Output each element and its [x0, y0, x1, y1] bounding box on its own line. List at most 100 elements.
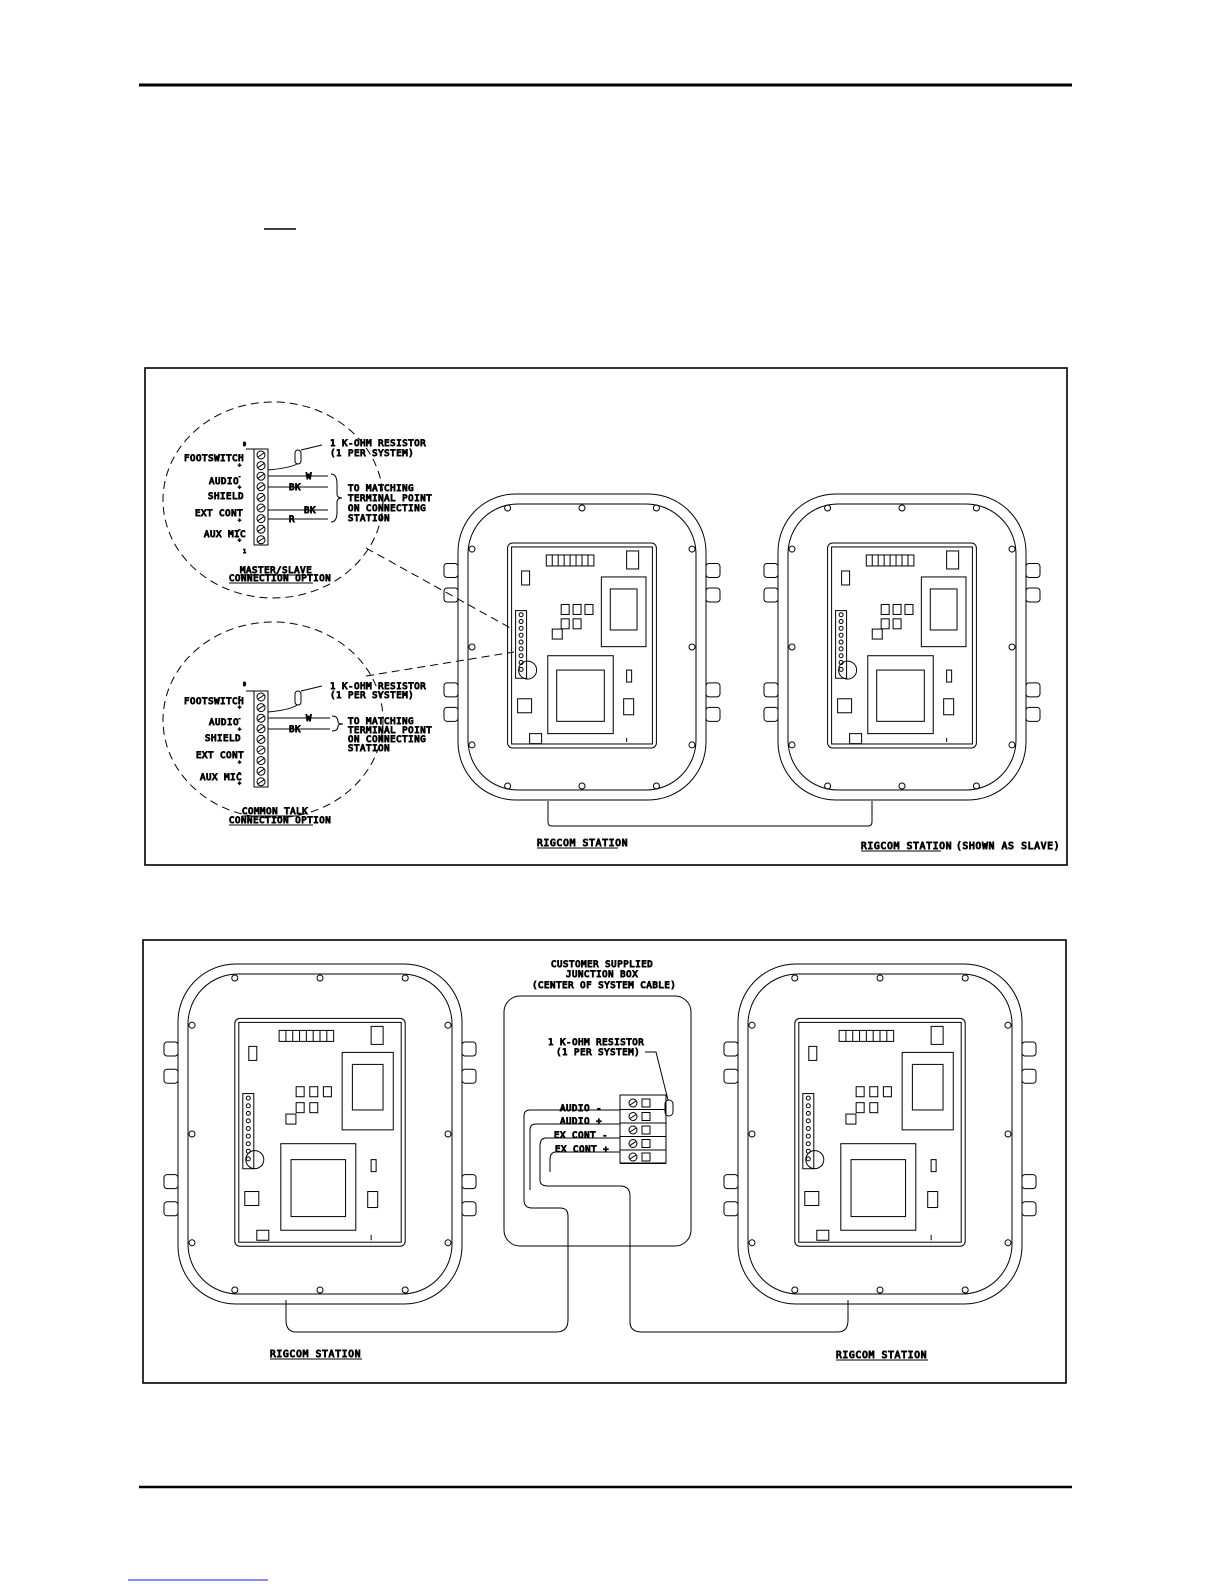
mounting-lug [461, 1041, 477, 1057]
circuit-board [238, 1021, 402, 1243]
mounting-lug [1021, 1174, 1037, 1190]
power-transformer-core [850, 1159, 907, 1218]
detail-caption: CONNECTION OPTION [229, 816, 331, 826]
terminal-screw [245, 1141, 251, 1147]
pin-label: 9 [243, 442, 246, 448]
station-label: RIGCOM STATION [537, 838, 628, 849]
master-slave-detail: 9 FOOTSWITCH AUDIO SHIELD EXT CONT AUX M… [184, 439, 433, 585]
terminal-screw [628, 1112, 638, 1121]
common-talk-detail: 9 FOOTSWITCH AUDIO SHIELD EXT CONT AUX M… [184, 682, 433, 827]
relay [855, 1086, 865, 1098]
enclosure-bolt [401, 974, 409, 982]
enclosure-bolt [961, 1286, 969, 1294]
enclosure-bolt [748, 1130, 756, 1138]
enclosure-bolt [188, 1021, 196, 1029]
mounting-lug [163, 1201, 179, 1217]
terminal-label-audio: AUDIO [209, 718, 239, 728]
junction-box [503, 995, 692, 1247]
terminal-clamp [641, 1112, 651, 1121]
resistor-symbol [294, 690, 302, 706]
relay [322, 1086, 332, 1098]
rigcom-station-enclosure [163, 963, 477, 1305]
terminal-screw [256, 450, 266, 460]
enclosure-bolt [578, 504, 586, 512]
mounting-lug [705, 706, 721, 722]
mounting-lug [723, 1174, 739, 1190]
mounting-lug [705, 682, 721, 698]
terminal-screw [245, 1095, 251, 1101]
enclosure-bolt [748, 1239, 756, 1247]
terminal-clamp [641, 1098, 651, 1108]
mounting-lug [163, 1174, 179, 1190]
wire-label-w: W [306, 472, 312, 482]
circuit-board [798, 1021, 962, 1243]
screw-slot [257, 736, 265, 742]
mounting-lug [705, 587, 721, 603]
component [517, 698, 533, 714]
terminal-strip [835, 610, 848, 679]
terminal-screw [518, 619, 524, 625]
screw-slot [257, 715, 265, 721]
enclosure-bolt [504, 504, 512, 512]
enclosure-outline [737, 963, 1023, 1305]
polarity-mark: + [238, 727, 241, 733]
mounting-lug [163, 1041, 179, 1057]
enclosure-bolt [578, 782, 586, 790]
detail-caption: COMMON TALK [242, 807, 308, 817]
diagram1-frame [144, 367, 1068, 866]
junction-terminal-label: AUDIO + [560, 1117, 602, 1127]
circuit-board-frame [827, 542, 977, 749]
connector [367, 1191, 379, 1209]
enclosure-flange [187, 973, 453, 1295]
system-cable [547, 801, 873, 827]
screw-slot [257, 758, 265, 764]
note-label: TO MATCHING [348, 484, 414, 494]
terminal-screw [628, 1139, 638, 1148]
terminal-screw [256, 471, 266, 481]
circuit-board-frame [507, 542, 657, 749]
transformer [341, 1051, 394, 1131]
relay [869, 1102, 879, 1114]
terminal-strip [242, 1093, 255, 1170]
transformer [901, 1051, 954, 1131]
terminal-label-ext-cont: EXT CONT [195, 509, 243, 519]
terminal-screw [256, 692, 266, 702]
screw-slot [257, 694, 265, 700]
screw-slot [257, 537, 265, 543]
polarity-mark: + [238, 463, 241, 469]
resistor-symbol [294, 449, 302, 465]
fuse [370, 1159, 377, 1173]
mounting-lug [443, 587, 459, 603]
terminal-screw [838, 612, 844, 618]
screw-slot [257, 463, 265, 469]
connector [623, 698, 635, 716]
terminal-screw [838, 619, 844, 625]
relay [880, 618, 890, 630]
terminal-label-shield: SHIELD [205, 734, 241, 744]
terminal-screw [805, 1141, 811, 1147]
enclosure-bolt [898, 782, 906, 790]
enclosure-bolt [1008, 545, 1016, 553]
relay [295, 1086, 305, 1098]
enclosure-outline [777, 493, 1027, 801]
polarity-mark: - [238, 716, 241, 722]
buzzer [518, 660, 538, 680]
wire-label-bk: BK [289, 725, 301, 735]
mounting-lug [461, 1201, 477, 1217]
mounting-lug [443, 682, 459, 698]
enclosure-outline [177, 963, 463, 1305]
polarity-mark: + [238, 705, 241, 711]
screw-slot [257, 705, 265, 711]
terminal-screw [245, 1126, 251, 1132]
terminal-screw [256, 766, 266, 776]
connector [930, 1025, 944, 1045]
wire-label-w: W [306, 714, 312, 724]
terminal-screw [256, 756, 266, 766]
junction-terminal-label: AUDIO - [560, 1104, 602, 1114]
power-transformer [840, 1143, 917, 1231]
component [804, 1191, 820, 1207]
enclosure-bolt [972, 782, 980, 790]
relay [309, 1102, 319, 1114]
resistor-label: (1 PER SYSTEM) [330, 449, 414, 459]
enclosure-bolt [1008, 741, 1016, 749]
